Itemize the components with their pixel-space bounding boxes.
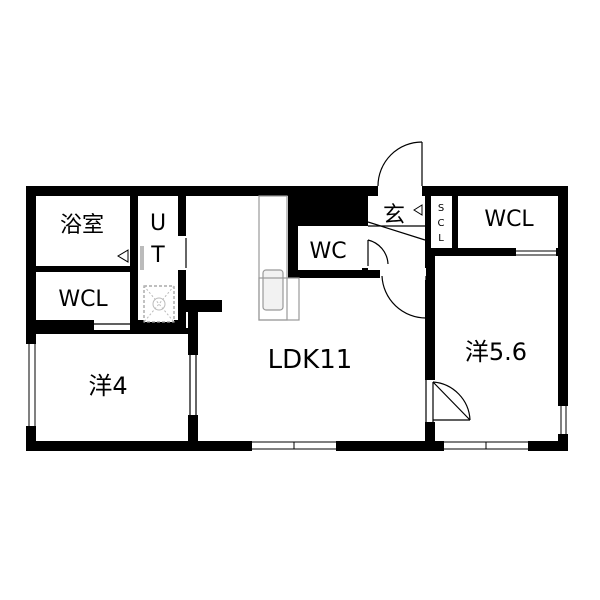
- opening-entrance-door: [378, 184, 422, 198]
- label-wcl-left: WCL: [58, 287, 108, 312]
- washer-drain: [152, 297, 166, 311]
- opening-western4-window: [24, 344, 38, 426]
- wall-wcl-right-bottom: [425, 248, 568, 256]
- label-entrance: 玄: [383, 203, 405, 228]
- room-labels: 浴室 U T WCL 洋4 LDK11 WC 玄 S C L WCL 洋5.6: [58, 203, 534, 400]
- doors: [94, 141, 471, 422]
- entrance-arrow-icon: [413, 204, 423, 216]
- kitchen-counter-ext: [258, 277, 300, 321]
- door-entrance-arc: [377, 141, 423, 187]
- label-bath: 浴室: [60, 213, 104, 238]
- label-scl-s: S: [438, 203, 444, 214]
- opening-western56-door: [423, 380, 437, 422]
- label-ldk: LDK11: [268, 345, 353, 375]
- label-scl-l: L: [438, 233, 444, 244]
- kitchen-sink: [262, 269, 284, 311]
- label-wc: WC: [309, 239, 346, 264]
- wall-western56-left: [425, 250, 435, 451]
- wall-scl-right: [452, 186, 458, 256]
- wall-wc-bottom: [288, 270, 428, 278]
- wall-core-block: [288, 186, 368, 226]
- door-w56-leaf: [432, 381, 471, 421]
- window-lines: [28, 250, 567, 450]
- opening-right-window: [556, 406, 570, 434]
- opening-western4-door: [186, 355, 200, 415]
- door-hall-arc: [381, 275, 427, 319]
- label-western-right: 洋5.6: [465, 338, 527, 366]
- wall-bath-bottom: [26, 266, 138, 272]
- bath-arrow-icon: [117, 249, 129, 263]
- label-wcl-right: WCL: [484, 207, 534, 232]
- outer-wall-left: [26, 186, 36, 451]
- label-western-left: 洋4: [88, 372, 127, 400]
- wall-stub-ldk: [186, 300, 222, 312]
- opening-wcl-right-door: [516, 246, 556, 258]
- wall-scl-left: [425, 186, 431, 256]
- opening-ut-door: [176, 236, 188, 270]
- wall-bath-right: [130, 186, 138, 331]
- entrance-diagonal: [367, 221, 426, 241]
- fixtures: [117, 195, 423, 323]
- wall-wc-left: [288, 186, 298, 276]
- outer-wall-right: [558, 186, 568, 451]
- label-utility-u: U: [150, 211, 166, 236]
- door-w56-arc: [432, 381, 471, 421]
- label-scl-c: C: [438, 218, 445, 229]
- opening-wc-door: [360, 226, 370, 268]
- wall-western4-top: [26, 328, 196, 334]
- opening-hall-door: [380, 268, 426, 280]
- washer-space: [143, 285, 175, 323]
- door-wc-arc: [367, 239, 389, 265]
- label-utility-t: T: [150, 243, 165, 268]
- ut-vanity: [140, 246, 144, 270]
